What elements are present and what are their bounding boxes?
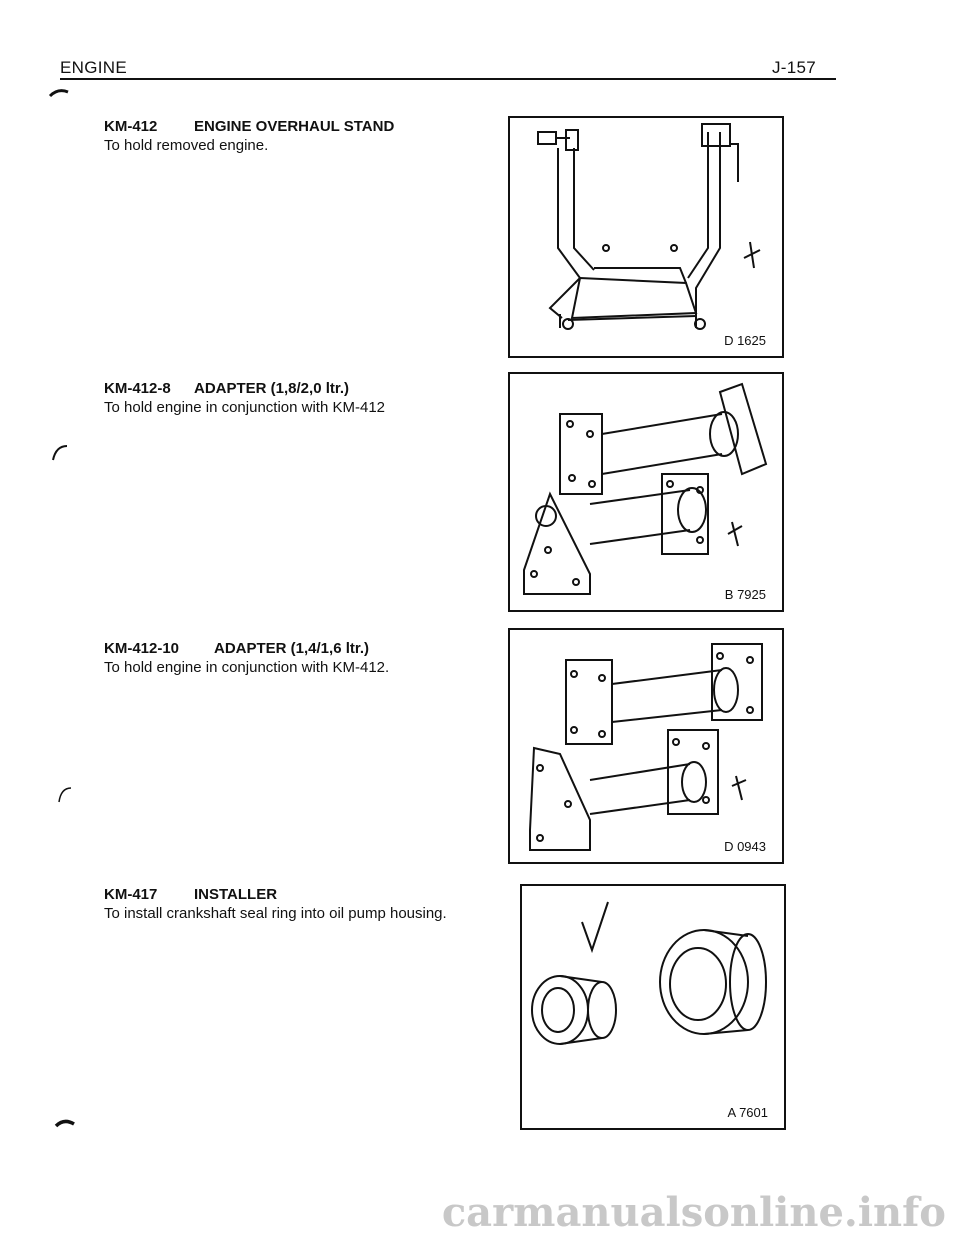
tool-title: ENGINE OVERHAUL STAND (194, 118, 395, 135)
tool-entry-km-412-8: KM-412-8 ADAPTER (1,8/2,0 ltr.) To hold e… (104, 380, 464, 417)
figure-number: D 1625 (722, 333, 768, 348)
header-rule (60, 78, 836, 80)
figure-adapter-1-8: B 7925 (508, 372, 784, 612)
figure-number: A 7601 (725, 1105, 770, 1120)
tool-title: ADAPTER (1,4/1,6 ltr.) (214, 640, 370, 657)
watermark: carmanualsonline.info (441, 1189, 946, 1236)
margin-mark (52, 445, 68, 461)
tool-title: ADAPTER (1,8/2,0 ltr.) (194, 380, 350, 397)
section-title: ENGINE (60, 58, 127, 77)
installer-illustration (531, 901, 767, 1045)
engine-stand-illustration (537, 123, 761, 330)
figure-adapter-1-4: D 0943 (508, 628, 784, 864)
figure-number: D 0943 (722, 839, 768, 854)
tool-heading: KM-412-10 ADAPTER (1,4/1,6 ltr.) (104, 640, 464, 657)
page-number: J-157 (772, 58, 817, 77)
tool-heading: KM-412-8 ADAPTER (1,8/2,0 ltr.) (104, 380, 464, 397)
tool-code: KM-412-10 (104, 640, 180, 657)
tool-code: KM-412 (104, 118, 158, 135)
tool-description: To install crankshaft seal ring into oil… (104, 905, 447, 922)
tool-title: INSTALLER (194, 886, 278, 903)
margin-mark (54, 1119, 75, 1128)
tool-description: To hold engine in conjunction with KM-41… (104, 659, 390, 676)
tool-entry-km-412-10: KM-412-10 ADAPTER (1,4/1,6 ltr.) To hold … (104, 640, 464, 677)
tool-description: To hold removed engine. (104, 137, 269, 154)
figure-installer: A 7601 (520, 884, 786, 1130)
margin-mark (58, 787, 72, 803)
tool-entry-km-417: KM-417 INSTALLER To install crankshaft se… (104, 886, 464, 923)
tool-heading: KM-417 INSTALLER (104, 886, 464, 903)
adapter-illustration (529, 643, 763, 851)
figure-engine-stand: D 1625 (508, 116, 784, 358)
figure-number: B 7925 (722, 587, 768, 602)
tool-code: KM-417 (104, 886, 158, 903)
tool-description: To hold engine in conjunction with KM-41… (104, 399, 386, 416)
tool-entry-km-412: KM-412 ENGINE OVERHAUL STAND To hold remo… (104, 118, 464, 155)
tool-code: KM-412-8 (104, 380, 171, 397)
margin-mark (48, 89, 69, 98)
adapter-illustration (523, 382, 768, 595)
tool-heading: KM-412 ENGINE OVERHAUL STAND (104, 118, 464, 135)
